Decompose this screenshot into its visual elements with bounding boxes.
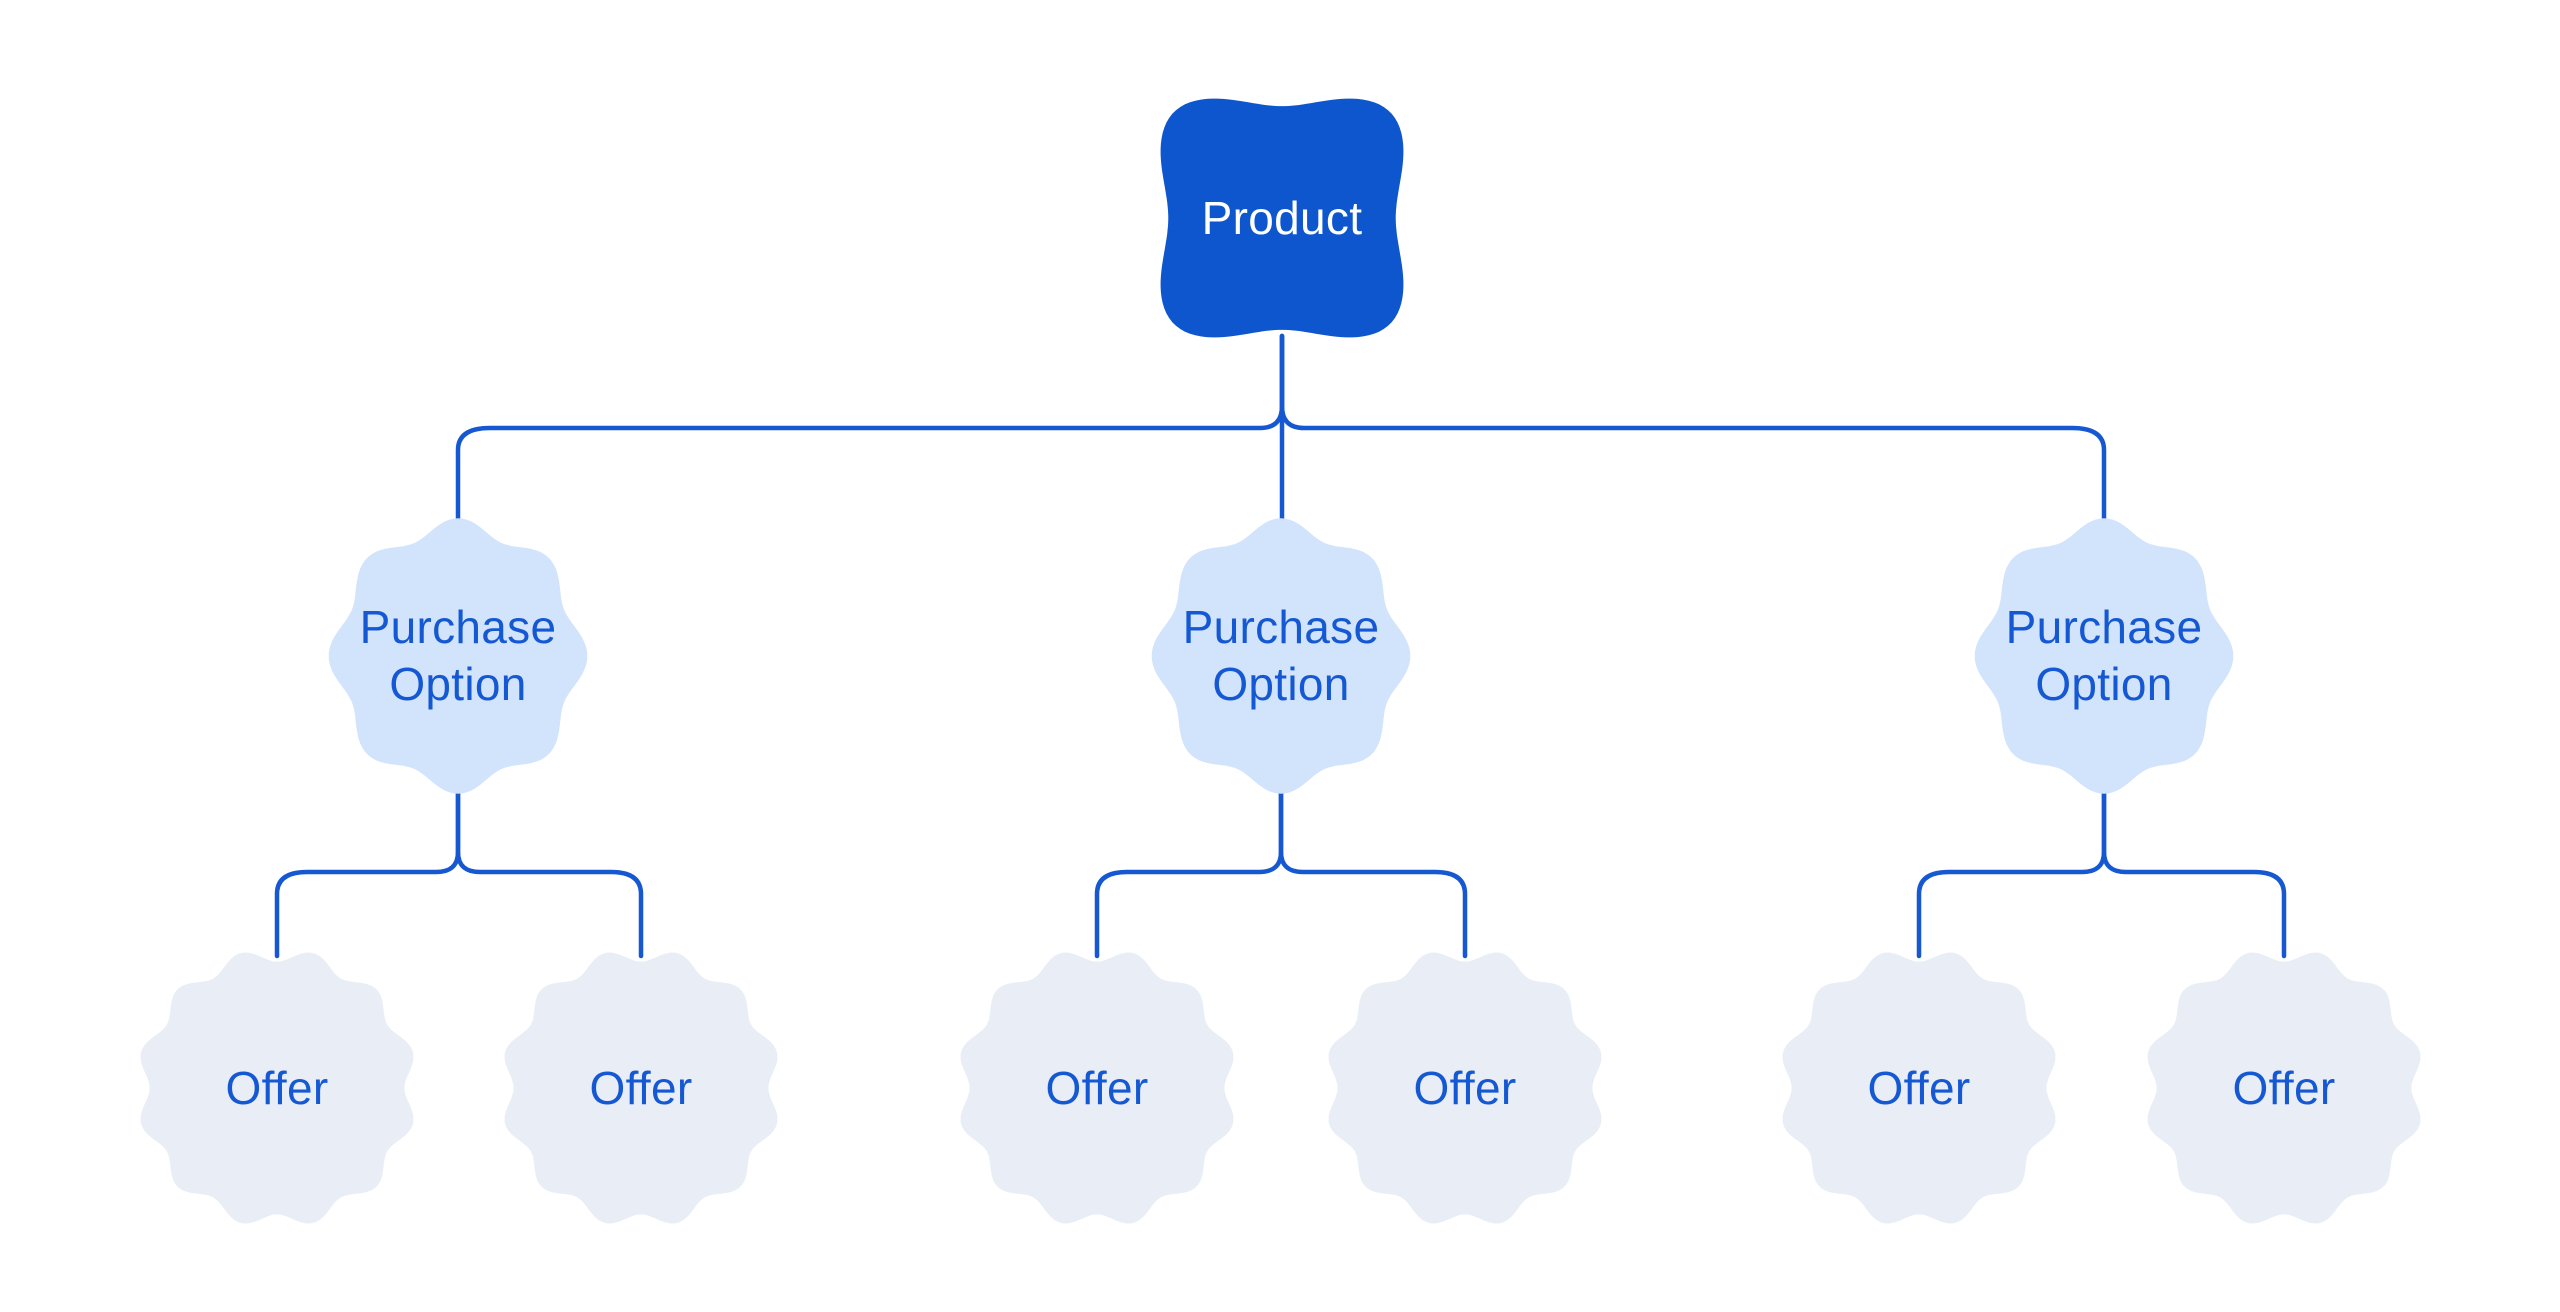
node-purchase-option-1: Purchase Option <box>326 515 590 797</box>
connector-product-to-po1 <box>455 333 1285 527</box>
offer-blob-shape <box>960 952 1234 1224</box>
offer-blob-shape <box>140 952 414 1224</box>
offer-blob-shape <box>1328 952 1602 1224</box>
offer-label: Offer <box>1413 1061 1517 1114</box>
connector-po1-to-offer1 <box>274 785 461 959</box>
node-offer-3: Offer <box>954 947 1240 1229</box>
purchase-option-label-line1: Purchase <box>2005 601 2203 653</box>
node-product: Product <box>1147 86 1417 350</box>
offer-label: Offer <box>589 1061 693 1114</box>
node-purchase-option-2: Purchase Option <box>1149 515 1413 797</box>
connector-product-to-po3 <box>1279 333 2107 527</box>
offer-blob-shape <box>1782 952 2056 1224</box>
purchase-option-label-line1: Purchase <box>359 601 557 653</box>
offer-blob-shape <box>2147 952 2421 1224</box>
connector-po3-to-offer5 <box>1916 785 2107 959</box>
node-purchase-option-3: Purchase Option <box>1972 515 2236 797</box>
connector-po2-to-offer3 <box>1094 785 1284 959</box>
purchase-option-blob-shape <box>328 518 588 794</box>
purchase-option-label: Purchase Option <box>360 599 557 713</box>
purchase-option-label-line2: Option <box>389 658 527 710</box>
offer-label: Offer <box>1867 1061 1971 1114</box>
offer-label: Offer <box>225 1061 329 1114</box>
node-offer-5: Offer <box>1776 947 2062 1229</box>
connector-po2-to-offer4 <box>1278 785 1468 959</box>
offer-label: Offer <box>1045 1061 1149 1114</box>
node-offer-4: Offer <box>1322 947 1608 1229</box>
purchase-option-blob-shape <box>1974 518 2234 794</box>
node-offer-2: Offer <box>498 947 784 1229</box>
node-offer-1: Offer <box>134 947 420 1229</box>
purchase-option-label-line2: Option <box>2035 658 2173 710</box>
purchase-option-label-line1: Purchase <box>1182 601 1380 653</box>
purchase-option-label: Purchase Option <box>2006 599 2203 713</box>
purchase-option-blob-shape <box>1151 518 1411 794</box>
product-label: Product <box>1201 191 1363 244</box>
offer-label: Offer <box>2232 1061 2336 1114</box>
product-blob-shape <box>1160 98 1404 338</box>
connector-po1-to-offer2 <box>455 785 644 959</box>
offer-blob-shape <box>504 952 778 1224</box>
purchase-option-label: Purchase Option <box>1183 599 1380 713</box>
connector-po3-to-offer6 <box>2101 785 2287 959</box>
node-offer-6: Offer <box>2141 947 2427 1229</box>
purchase-option-label-line2: Option <box>1212 658 1350 710</box>
